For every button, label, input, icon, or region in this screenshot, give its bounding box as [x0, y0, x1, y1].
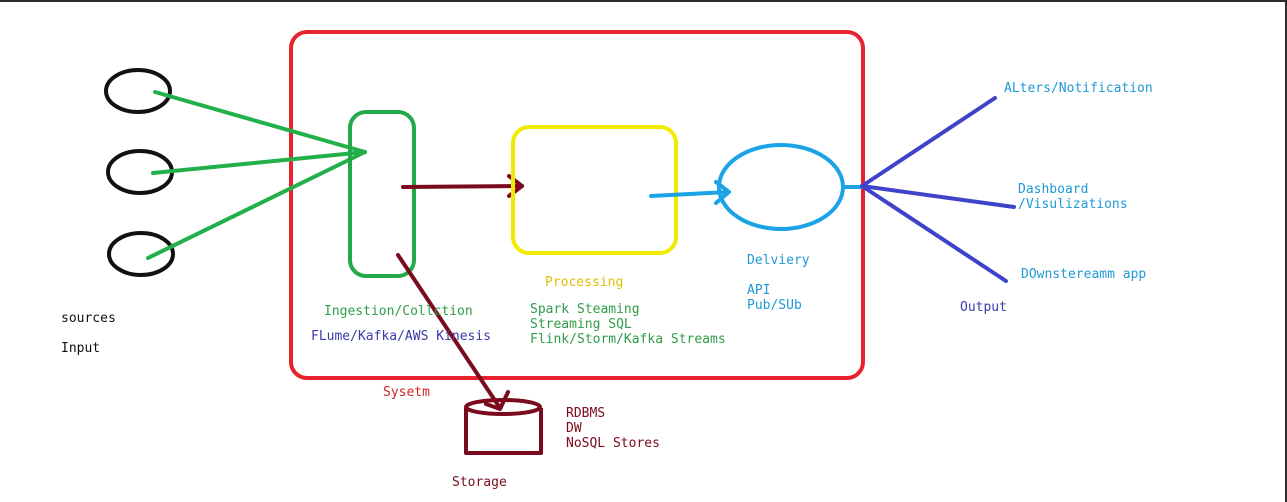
storage-cylinder-body [464, 408, 543, 455]
storage-cylinder-icon [464, 398, 543, 455]
ingestion-to-storage-arrowhead [484, 390, 510, 411]
processing-tool-2: Streaming SQL [530, 317, 632, 332]
ingestion-box [348, 110, 416, 278]
output-line-downstream [860, 184, 1008, 283]
output-line-alerts [860, 96, 997, 188]
processing-to-delivery-arrow [649, 190, 730, 198]
storage-tool-3: NoSQL Stores [566, 436, 660, 451]
source-arrow-3 [146, 150, 367, 260]
source-arrow-2 [151, 150, 367, 175]
output-dashboard-label-1: Dashboard [1018, 182, 1089, 197]
delivery-title: Delviery [747, 253, 810, 268]
processing-title: Processing [545, 275, 624, 290]
ingestion-title: Ingestion/Collction [324, 304, 473, 319]
storage-tool-1: RDBMS [566, 406, 606, 421]
source-circle-3 [107, 231, 175, 277]
input-label: Input [61, 341, 101, 356]
output-title: Output [960, 300, 1007, 315]
ingestion-tools: FLume/Kafka/AWS Kinesis [311, 329, 492, 344]
storage-tool-2: DW [566, 421, 582, 436]
sources-label: sources [61, 311, 116, 326]
storage-title: Storage [452, 475, 507, 490]
processing-tool-3: Flink/Storm/Kafka Streams [530, 332, 726, 347]
source-circle-1 [104, 68, 172, 114]
system-label: Sysetm [383, 385, 430, 400]
output-alerts-label: ALters/Notification [1004, 81, 1153, 96]
output-dashboard-label-2: /Visulizations [1018, 197, 1128, 212]
system-boundary [289, 30, 865, 380]
ingestion-to-storage-arrow [396, 253, 502, 410]
delivery-tool-1: API [747, 283, 771, 298]
ingestion-to-processing-arrow [401, 184, 524, 189]
processing-box [511, 125, 678, 255]
output-line-dashboard [860, 184, 1016, 209]
delivery-ellipse [717, 143, 845, 231]
output-downstream-label: DOwnstereamm app [1021, 267, 1147, 282]
source-arrow-1 [153, 90, 367, 154]
processing-tool-1: Spark Steaming [530, 302, 640, 317]
storage-cylinder-top [464, 398, 542, 416]
delivery-tool-2: Pub/SUb [747, 298, 802, 313]
